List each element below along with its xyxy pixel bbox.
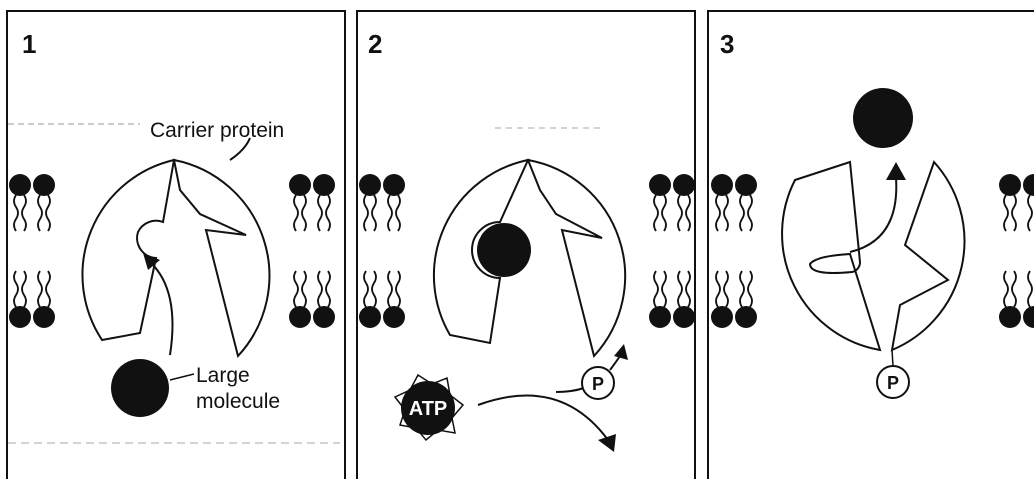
phosphate-label: P [887, 373, 899, 393]
large-molecule-label-1: Large [196, 364, 250, 387]
panel-1-number: 1 [22, 29, 36, 59]
panel-3-number: 3 [720, 29, 734, 59]
large-molecule [111, 359, 169, 417]
carrier-protein-label: Carrier protein [150, 119, 284, 142]
atp-label: ATP [409, 398, 448, 420]
panel-1: 1 Large molecule Carrier protein [7, 11, 345, 479]
bound-molecule [477, 223, 531, 277]
released-molecule [853, 88, 913, 148]
panel-2-number: 2 [368, 29, 382, 59]
phosphate-label: P [592, 374, 604, 394]
large-molecule-label-2: molecule [196, 390, 280, 413]
panel-3-frame [708, 11, 1034, 479]
panel-2: 2 ATP P [357, 11, 695, 479]
panel-3: 3 P [708, 11, 1034, 479]
panel-1-frame [7, 11, 345, 479]
